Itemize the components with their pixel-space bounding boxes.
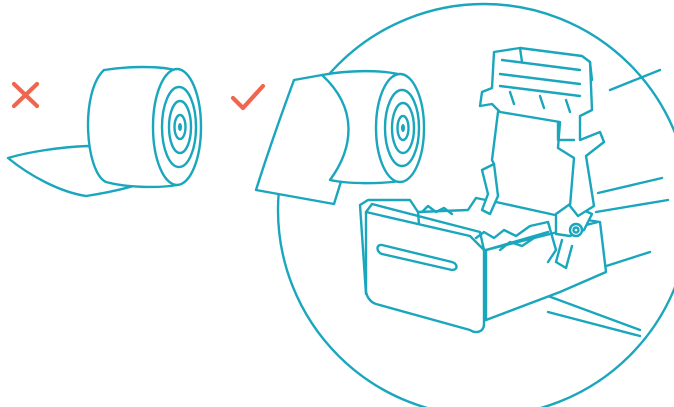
- incorrect-cross-mark-icon: [14, 84, 37, 106]
- hinge-pin: [570, 224, 582, 236]
- correct-check-mark-icon: [233, 86, 263, 108]
